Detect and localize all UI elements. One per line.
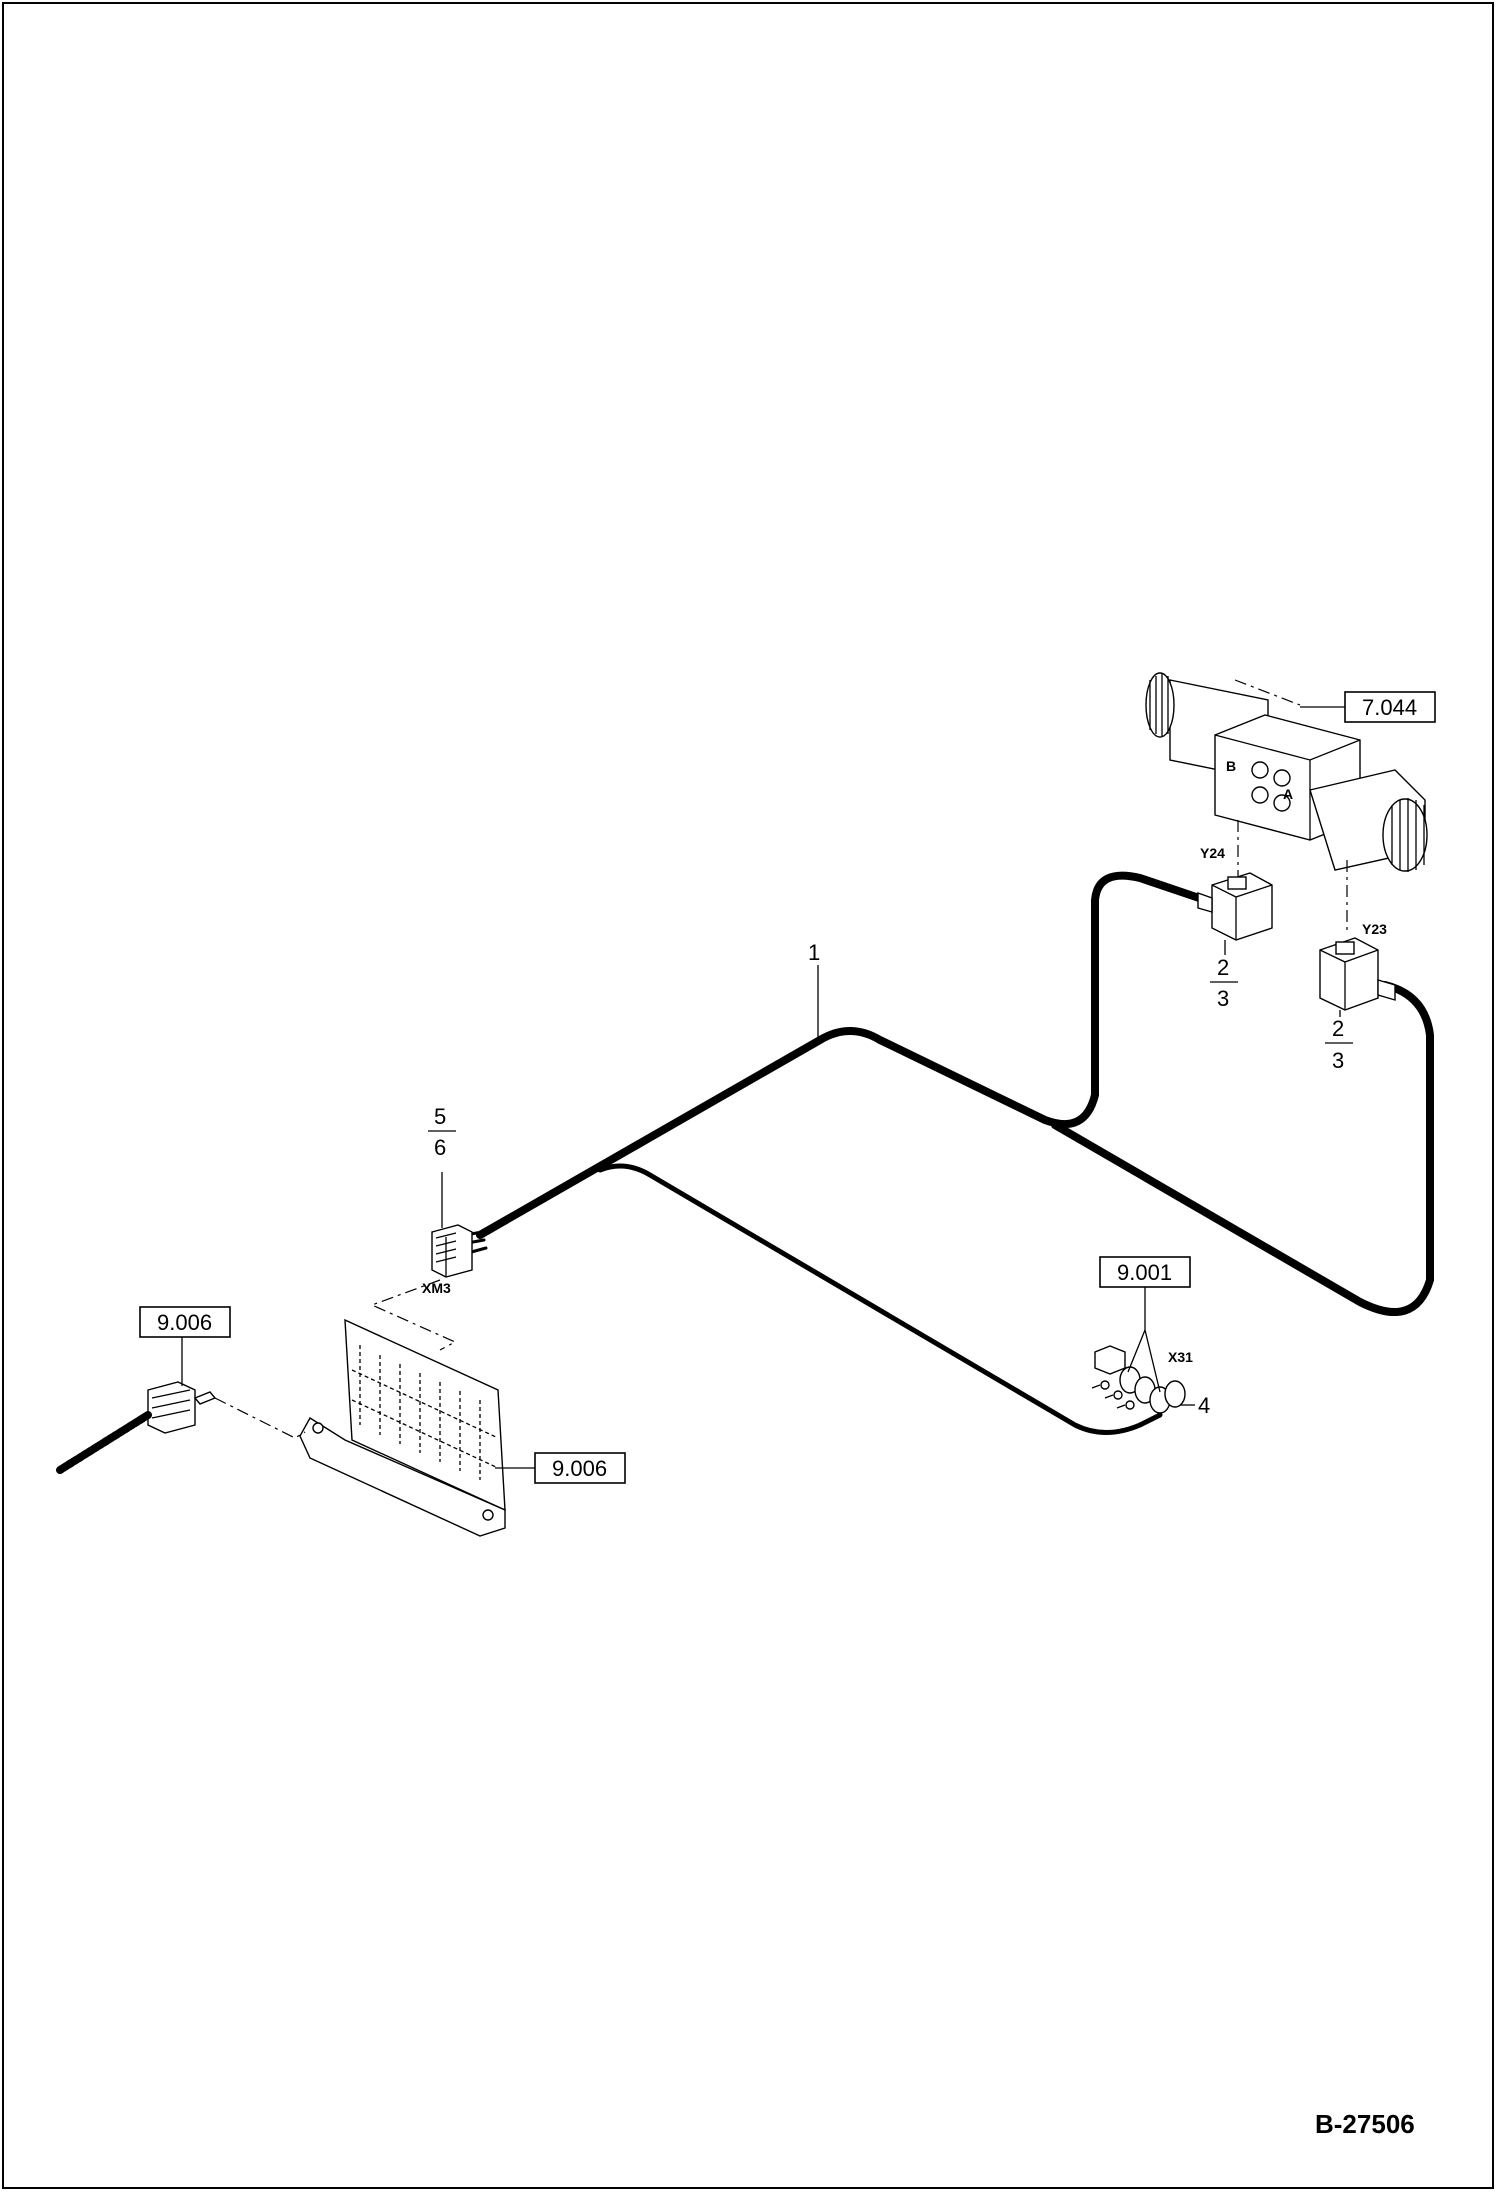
left-connector-dash-line — [214, 1397, 306, 1439]
connector-ref-box — [139, 1306, 231, 1338]
connector-y23 — [1319, 937, 1396, 1011]
ground-x31 — [1091, 1345, 1186, 1414]
bracket-ref-label: 9.006 — [552, 1456, 607, 1481]
left-connector — [56, 1381, 217, 1474]
connector-xm3 — [431, 1224, 473, 1278]
xm3-fraction-bottom: 6 — [434, 1135, 446, 1160]
ground-ref-box — [1099, 1256, 1191, 1288]
ground-ref-label: 9.001 — [1117, 1260, 1172, 1285]
valve-ref-box — [1344, 691, 1436, 723]
drawing-id: B-27506 — [1315, 2109, 1415, 2139]
y23-fraction-bottom: 3 — [1332, 1048, 1344, 1073]
y24-label: Y24 — [1200, 845, 1225, 861]
harness-cable — [458, 871, 1434, 1435]
relay-bracket — [299, 1318, 506, 1537]
y23-label: Y23 — [1362, 921, 1387, 937]
y23-fraction-top: 2 — [1332, 1016, 1344, 1041]
item-4-label: 4 — [1198, 1393, 1210, 1418]
y24-fraction-bottom: 3 — [1217, 986, 1229, 1011]
connector-y24 — [1197, 872, 1273, 941]
solenoid-valve: B A — [1145, 672, 1428, 872]
y24-fraction-top: 2 — [1217, 955, 1229, 980]
connector-ref-label: 9.006 — [157, 1310, 212, 1335]
valve-ref-label: 7.044 — [1362, 695, 1417, 720]
ground-ref-leader — [1127, 1287, 1161, 1393]
x31-label: X31 — [1168, 1349, 1193, 1365]
xm3-dash-line — [370, 1279, 457, 1351]
valve-dash-line — [1234, 679, 1301, 706]
xm3-label: XM3 — [422, 1280, 451, 1296]
port-a-label: A — [1283, 786, 1293, 802]
item-1-label: 1 — [808, 940, 820, 965]
port-b-label: B — [1226, 758, 1236, 774]
xm3-fraction-top: 5 — [434, 1104, 446, 1129]
bracket-ref-box — [534, 1452, 626, 1484]
